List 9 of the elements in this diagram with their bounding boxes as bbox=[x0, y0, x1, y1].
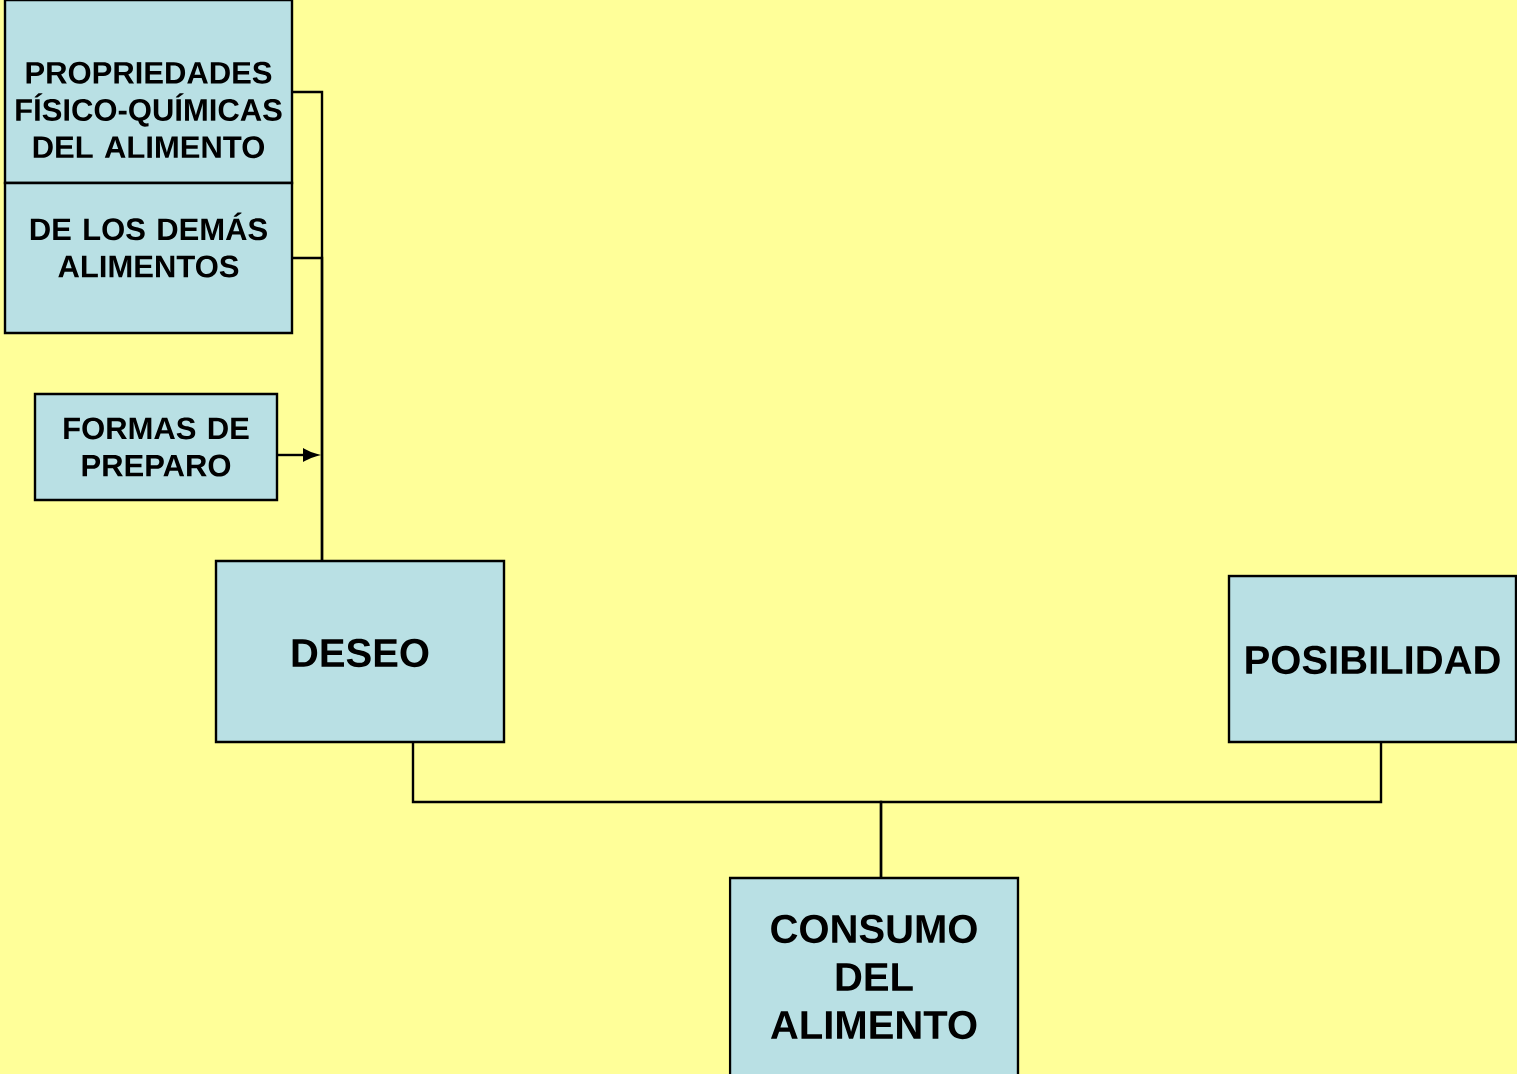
connector-line bbox=[277, 448, 318, 462]
text-box: POSIBILIDAD bbox=[1227, 574, 1517, 744]
text-box: FORMAS DE PREPARO bbox=[33, 392, 279, 502]
connector-line bbox=[879, 742, 1383, 878]
text-box: PROPRIEDADES FÍSICO-QUÍMICAS DEL ALIMENTO bbox=[3, 0, 294, 185]
text-box: CONSUMO DEL ALIMENTO bbox=[728, 876, 1020, 1074]
connector-line bbox=[292, 256, 324, 561]
text-box: DE LOS DEMÁS ALIMENTOS bbox=[3, 181, 294, 335]
text-box: DESEO bbox=[214, 559, 506, 744]
